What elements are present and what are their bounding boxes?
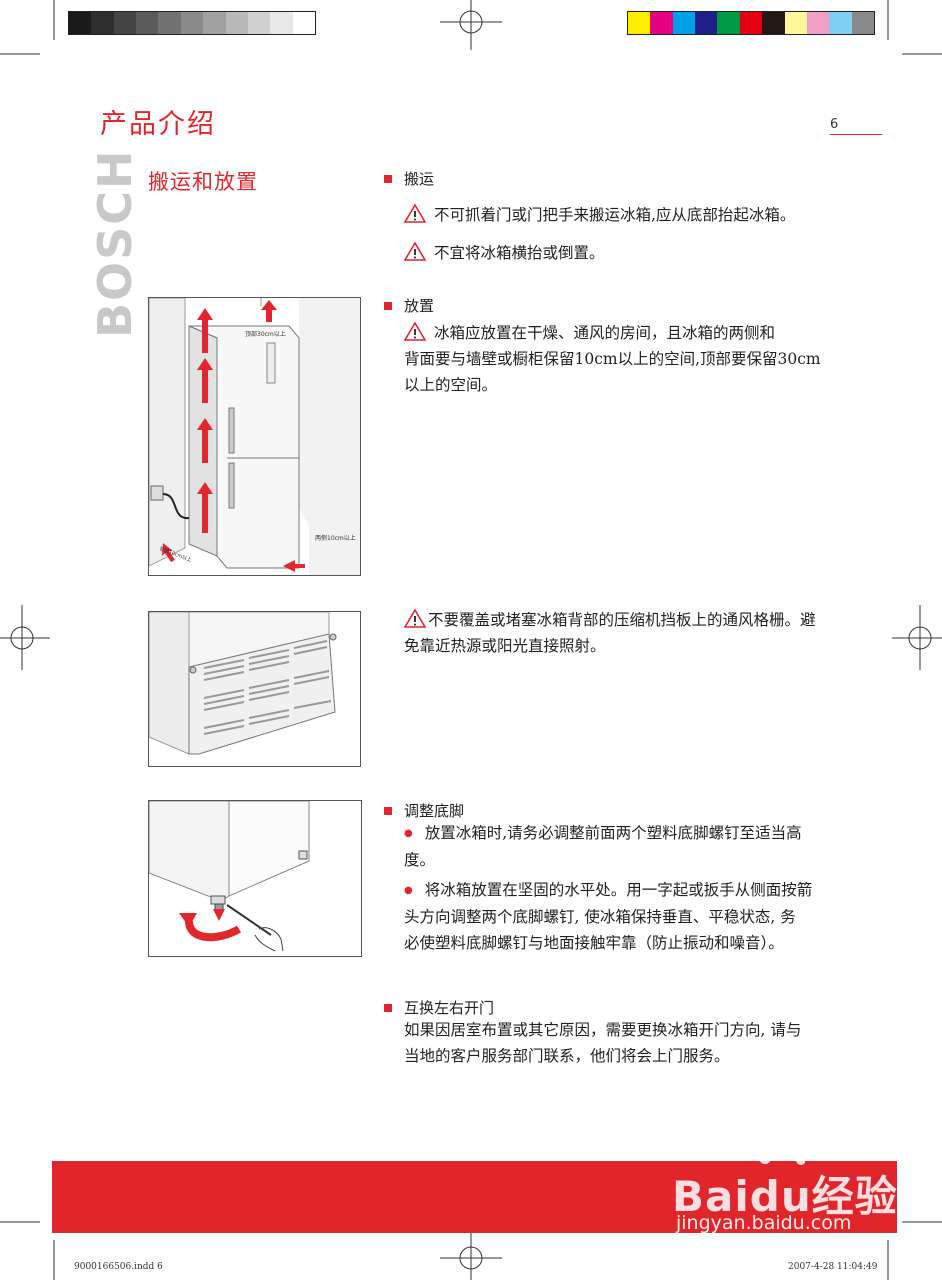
bullet-dot-icon: ● <box>404 885 413 896</box>
top-clearance-label: 顶部30cm以上 <box>245 330 286 338</box>
watermark-url: jingyan.baidu.com <box>676 1212 852 1234</box>
warning-icon <box>404 322 426 341</box>
bullet-square-icon <box>384 1003 392 1012</box>
side-clearance-label: 两侧10cm以上 <box>315 534 356 542</box>
heading-transport: 搬运 <box>384 168 434 189</box>
placement-illustration: 顶部30cm以上 两侧10cm以上 背部10cm以上 <box>148 297 361 576</box>
bullet-square-icon <box>384 174 392 183</box>
heading-placement: 放置 <box>384 295 434 316</box>
page-title: 产品介绍 <box>100 109 216 140</box>
warning-line: 不可抓着门或门把手来搬运冰箱,应从底部抬起冰箱。 <box>404 202 795 228</box>
warning-icon <box>404 609 426 628</box>
paw-icon <box>759 1143 805 1165</box>
heading-feet: 调整底脚 <box>384 800 464 821</box>
grayscale-bar <box>68 11 316 35</box>
feet-text: ●放置冰箱时,请务必调整前面两个塑料底脚螺钉至适当高 度。 ●将冰箱放置在坚固的… <box>404 824 813 952</box>
brand-logo: BOSCH <box>88 148 142 338</box>
bullet-dot-icon: ● <box>404 828 413 839</box>
page-number: 6 <box>830 117 839 132</box>
warning-icon <box>404 242 426 261</box>
slug-filename: 9000166506.indd 6 <box>74 1262 163 1272</box>
warning-line: 不宜将冰箱横抬或倒置。 <box>404 240 605 266</box>
footer-bar <box>52 1161 897 1233</box>
doors-text: 如果因居室布置或其它原因，需要更换冰箱开门方向, 请与 当地的客户服务部门联系，… <box>404 1021 802 1065</box>
vent-warning-text: 不要覆盖或堵塞冰箱背部的压缩机挡板上的通风格栅。避 免靠近热源或阳光直接照射。 <box>404 609 816 655</box>
feet-adjust-illustration <box>148 800 362 957</box>
slug-timestamp: 2007-4-28 11:04:49 <box>788 1262 878 1272</box>
section-title: 搬运和放置 <box>148 170 258 194</box>
warning-icon <box>404 204 426 223</box>
process-color-bar <box>627 11 875 35</box>
vent-grille-illustration <box>148 611 361 767</box>
heading-doors: 互换左右开门 <box>384 997 494 1018</box>
page-number-rule <box>830 134 882 135</box>
placement-text: 冰箱应放置在干燥、通风的房间，且冰箱的两侧和 背面要与墙壁或橱柜保留10cm以上… <box>404 322 821 394</box>
watermark-brand: Baidu经验 <box>672 1172 898 1221</box>
bullet-square-icon <box>384 301 392 310</box>
bullet-square-icon <box>384 806 392 815</box>
